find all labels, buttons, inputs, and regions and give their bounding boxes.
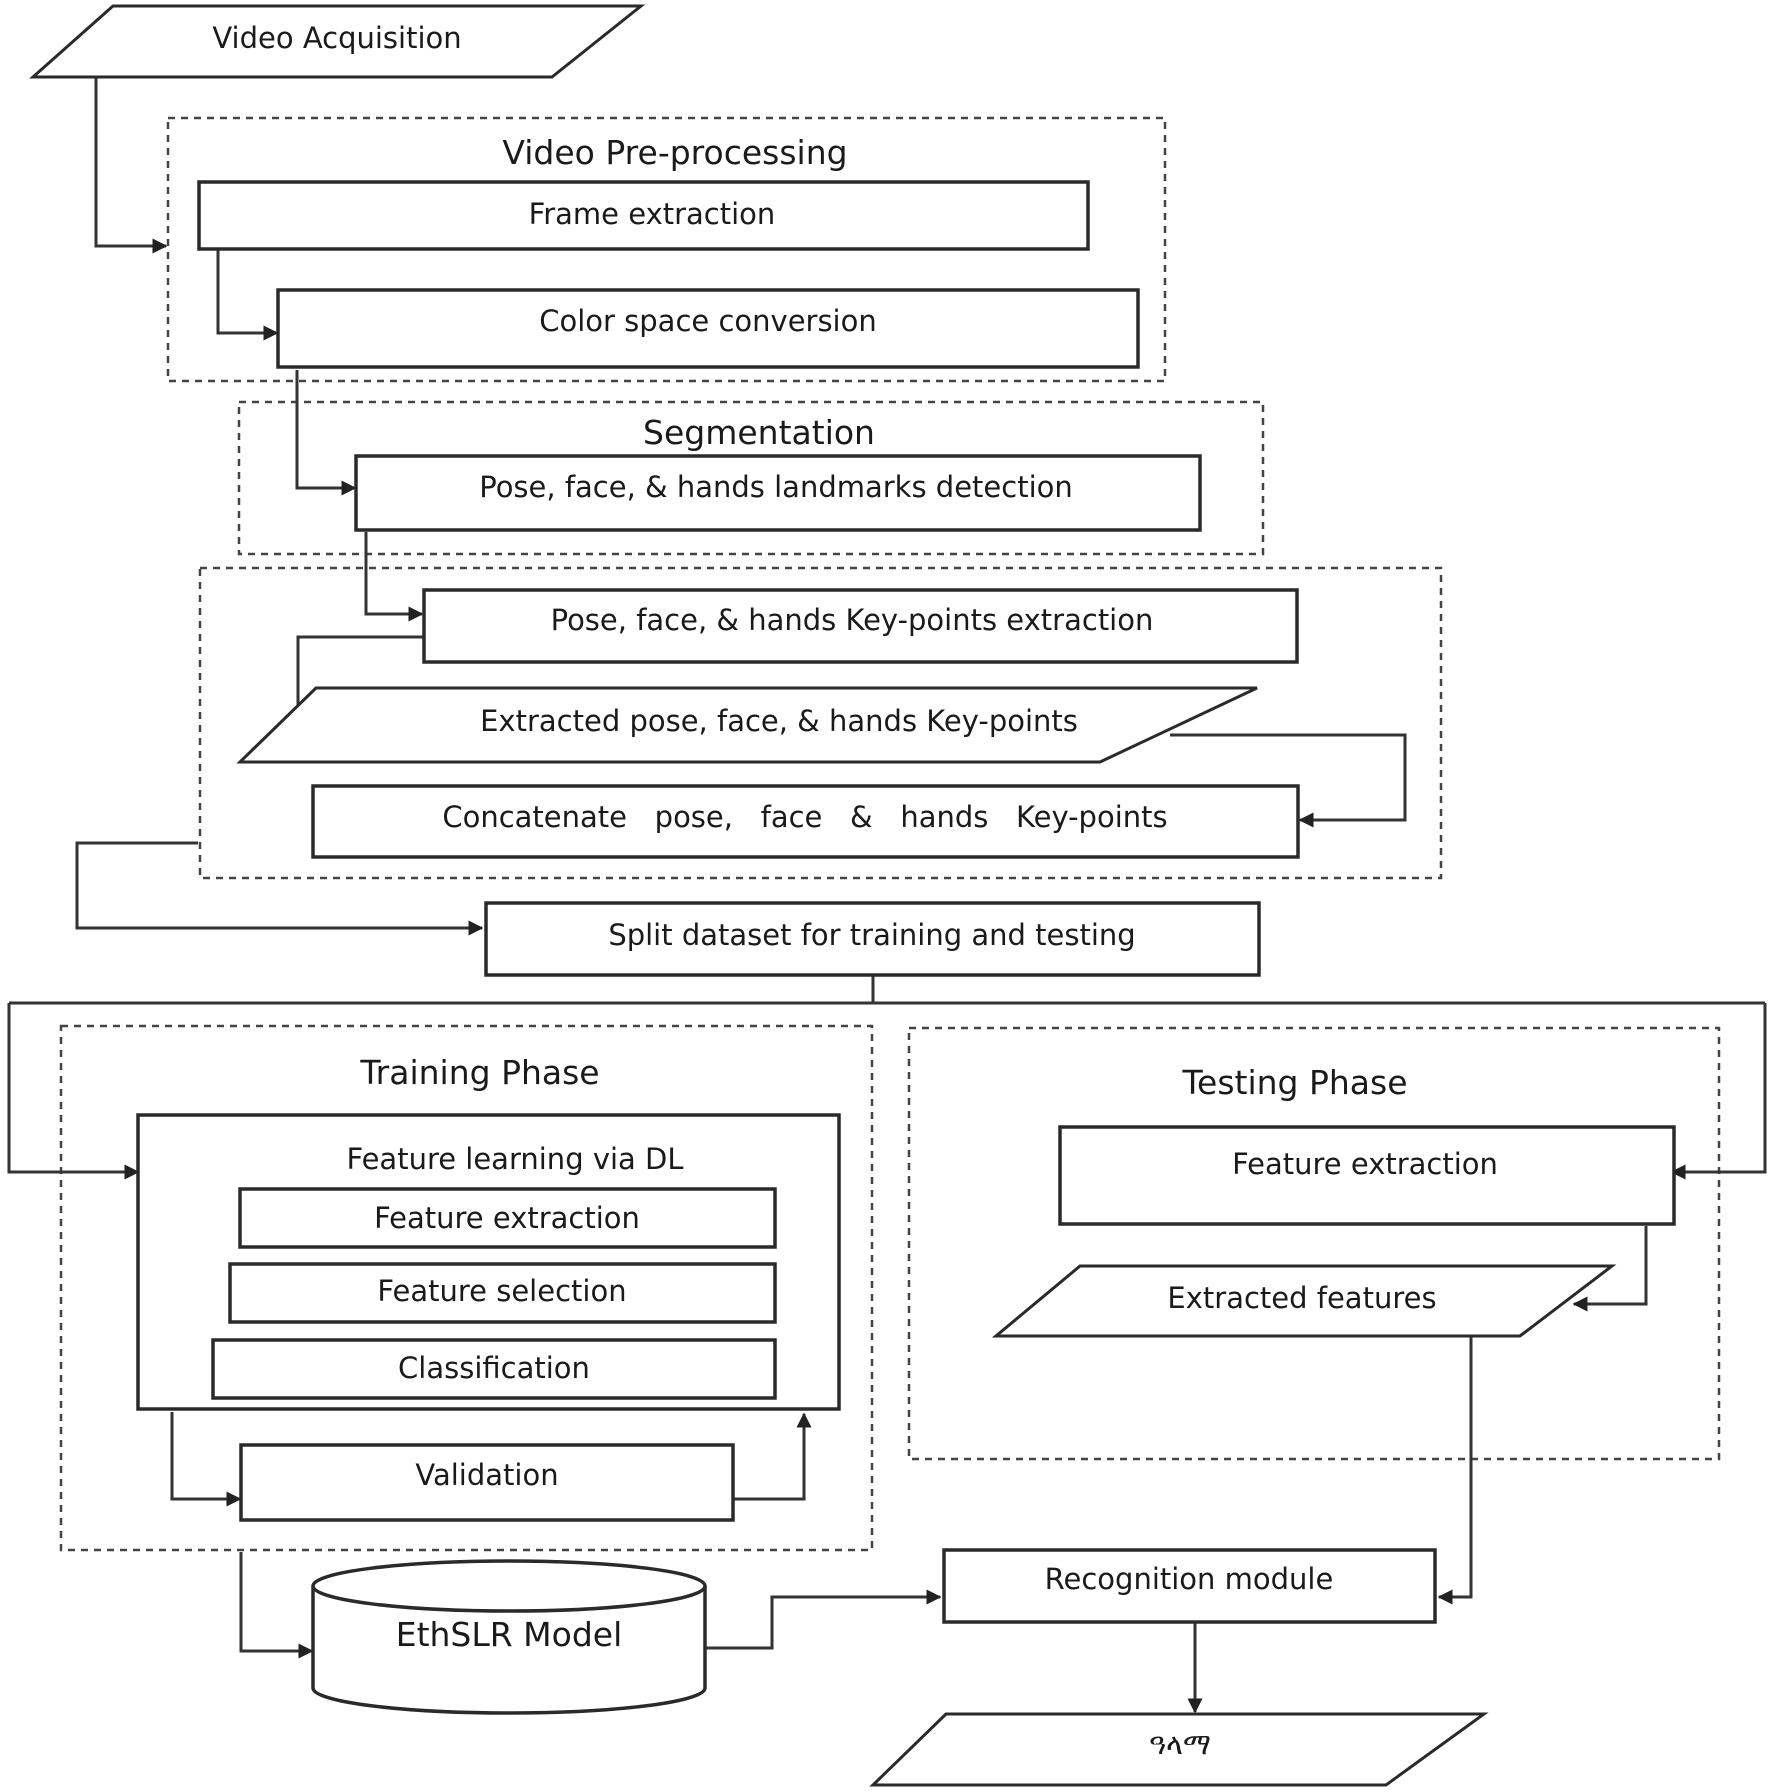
- connector-training-to-model: [239, 1552, 314, 1659]
- connector-learning-to-validation: [170, 1412, 242, 1507]
- training-phase-title: Training Phase: [359, 1053, 599, 1092]
- color-space-conversion-label: Color space conversion: [539, 304, 877, 338]
- validation-label: Validation: [415, 1458, 558, 1492]
- train-feature-extraction-label: Feature extraction: [374, 1201, 640, 1235]
- segmentation-title: Segmentation: [643, 413, 875, 452]
- recognition-module-node: [942, 1548, 1437, 1624]
- keypoints-extraction-label: Pose, face, & hands Key-points extractio…: [551, 603, 1154, 637]
- connector-acquisition-to-preprocessing: [94, 78, 168, 254]
- feature-selection-label: Feature selection: [377, 1274, 626, 1308]
- train-feature-extraction-node: [238, 1187, 777, 1249]
- segmentation-group: [237, 400, 1265, 556]
- output-label: ዓላማ: [1149, 1727, 1211, 1761]
- connector-split-to-training: [7, 1003, 140, 1180]
- connector-features-to-recognition: [1437, 1336, 1473, 1605]
- output-node: [869, 1712, 1489, 1787]
- testing-phase-title: Testing Phase: [1181, 1063, 1407, 1102]
- feature-learning-label: Feature learning via DL: [346, 1142, 683, 1176]
- feature-selection-node: [228, 1262, 777, 1324]
- model-label: EthSLR Model: [396, 1615, 623, 1654]
- connector-color-to-landmarks: [295, 370, 357, 496]
- connector-concatenate-to-split: [75, 841, 484, 936]
- video-acquisition-label: Video Acquisition: [212, 21, 461, 55]
- frame-extraction-label: Frame extraction: [529, 197, 776, 231]
- split-dataset-node: [484, 901, 1261, 977]
- test-feature-extraction-label: Feature extraction: [1232, 1147, 1498, 1181]
- extracted-features-label: Extracted features: [1167, 1281, 1436, 1315]
- concatenate-keypoints-node: [311, 784, 1300, 859]
- testing-phase-group: [907, 1026, 1721, 1461]
- landmarks-detection-label: Pose, face, & hands landmarks detection: [479, 470, 1073, 504]
- classification-node: [211, 1338, 777, 1400]
- video-preprocessing-group: [166, 116, 1167, 383]
- landmarks-detection-node: [354, 454, 1202, 532]
- classification-label: Classification: [398, 1351, 590, 1385]
- concatenate-keypoints-label: Concatenate pose, face & hands Key-point…: [442, 800, 1167, 834]
- connector-frame-to-color: [216, 249, 279, 341]
- split-dataset-label: Split dataset for training and testing: [608, 918, 1135, 952]
- connector-test-extraction-to-features: [1572, 1226, 1648, 1312]
- connector-extracted-to-concatenate: [1170, 733, 1407, 828]
- model-database-icon: [311, 1559, 707, 1715]
- video-acquisition-node: [29, 4, 646, 79]
- connector-landmarks-to-keypoints: [364, 532, 424, 622]
- test-feature-extraction-node: [1058, 1125, 1676, 1226]
- color-space-conversion-node: [276, 288, 1140, 369]
- extracted-features-node: [991, 1264, 1617, 1338]
- keypoints-extraction-node: [422, 588, 1299, 664]
- recognition-module-label: Recognition module: [1045, 1562, 1334, 1596]
- connector-split-to-testing: [1670, 1003, 1767, 1180]
- connector-model-to-recognition: [705, 1589, 942, 1650]
- extracted-keypoints-label: Extracted pose, face, & hands Key-points: [480, 704, 1078, 738]
- connector-split-branch: [9, 975, 1765, 1005]
- frame-extraction-node: [197, 180, 1090, 251]
- extracted-keypoints-node: [236, 686, 1258, 764]
- validation-node: [239, 1443, 735, 1522]
- connector-validation-feedback: [733, 1412, 812, 1501]
- keypoints-group: [198, 566, 1443, 880]
- video-preprocessing-title: Video Pre-processing: [502, 133, 847, 172]
- training-phase-group: [59, 1024, 874, 1552]
